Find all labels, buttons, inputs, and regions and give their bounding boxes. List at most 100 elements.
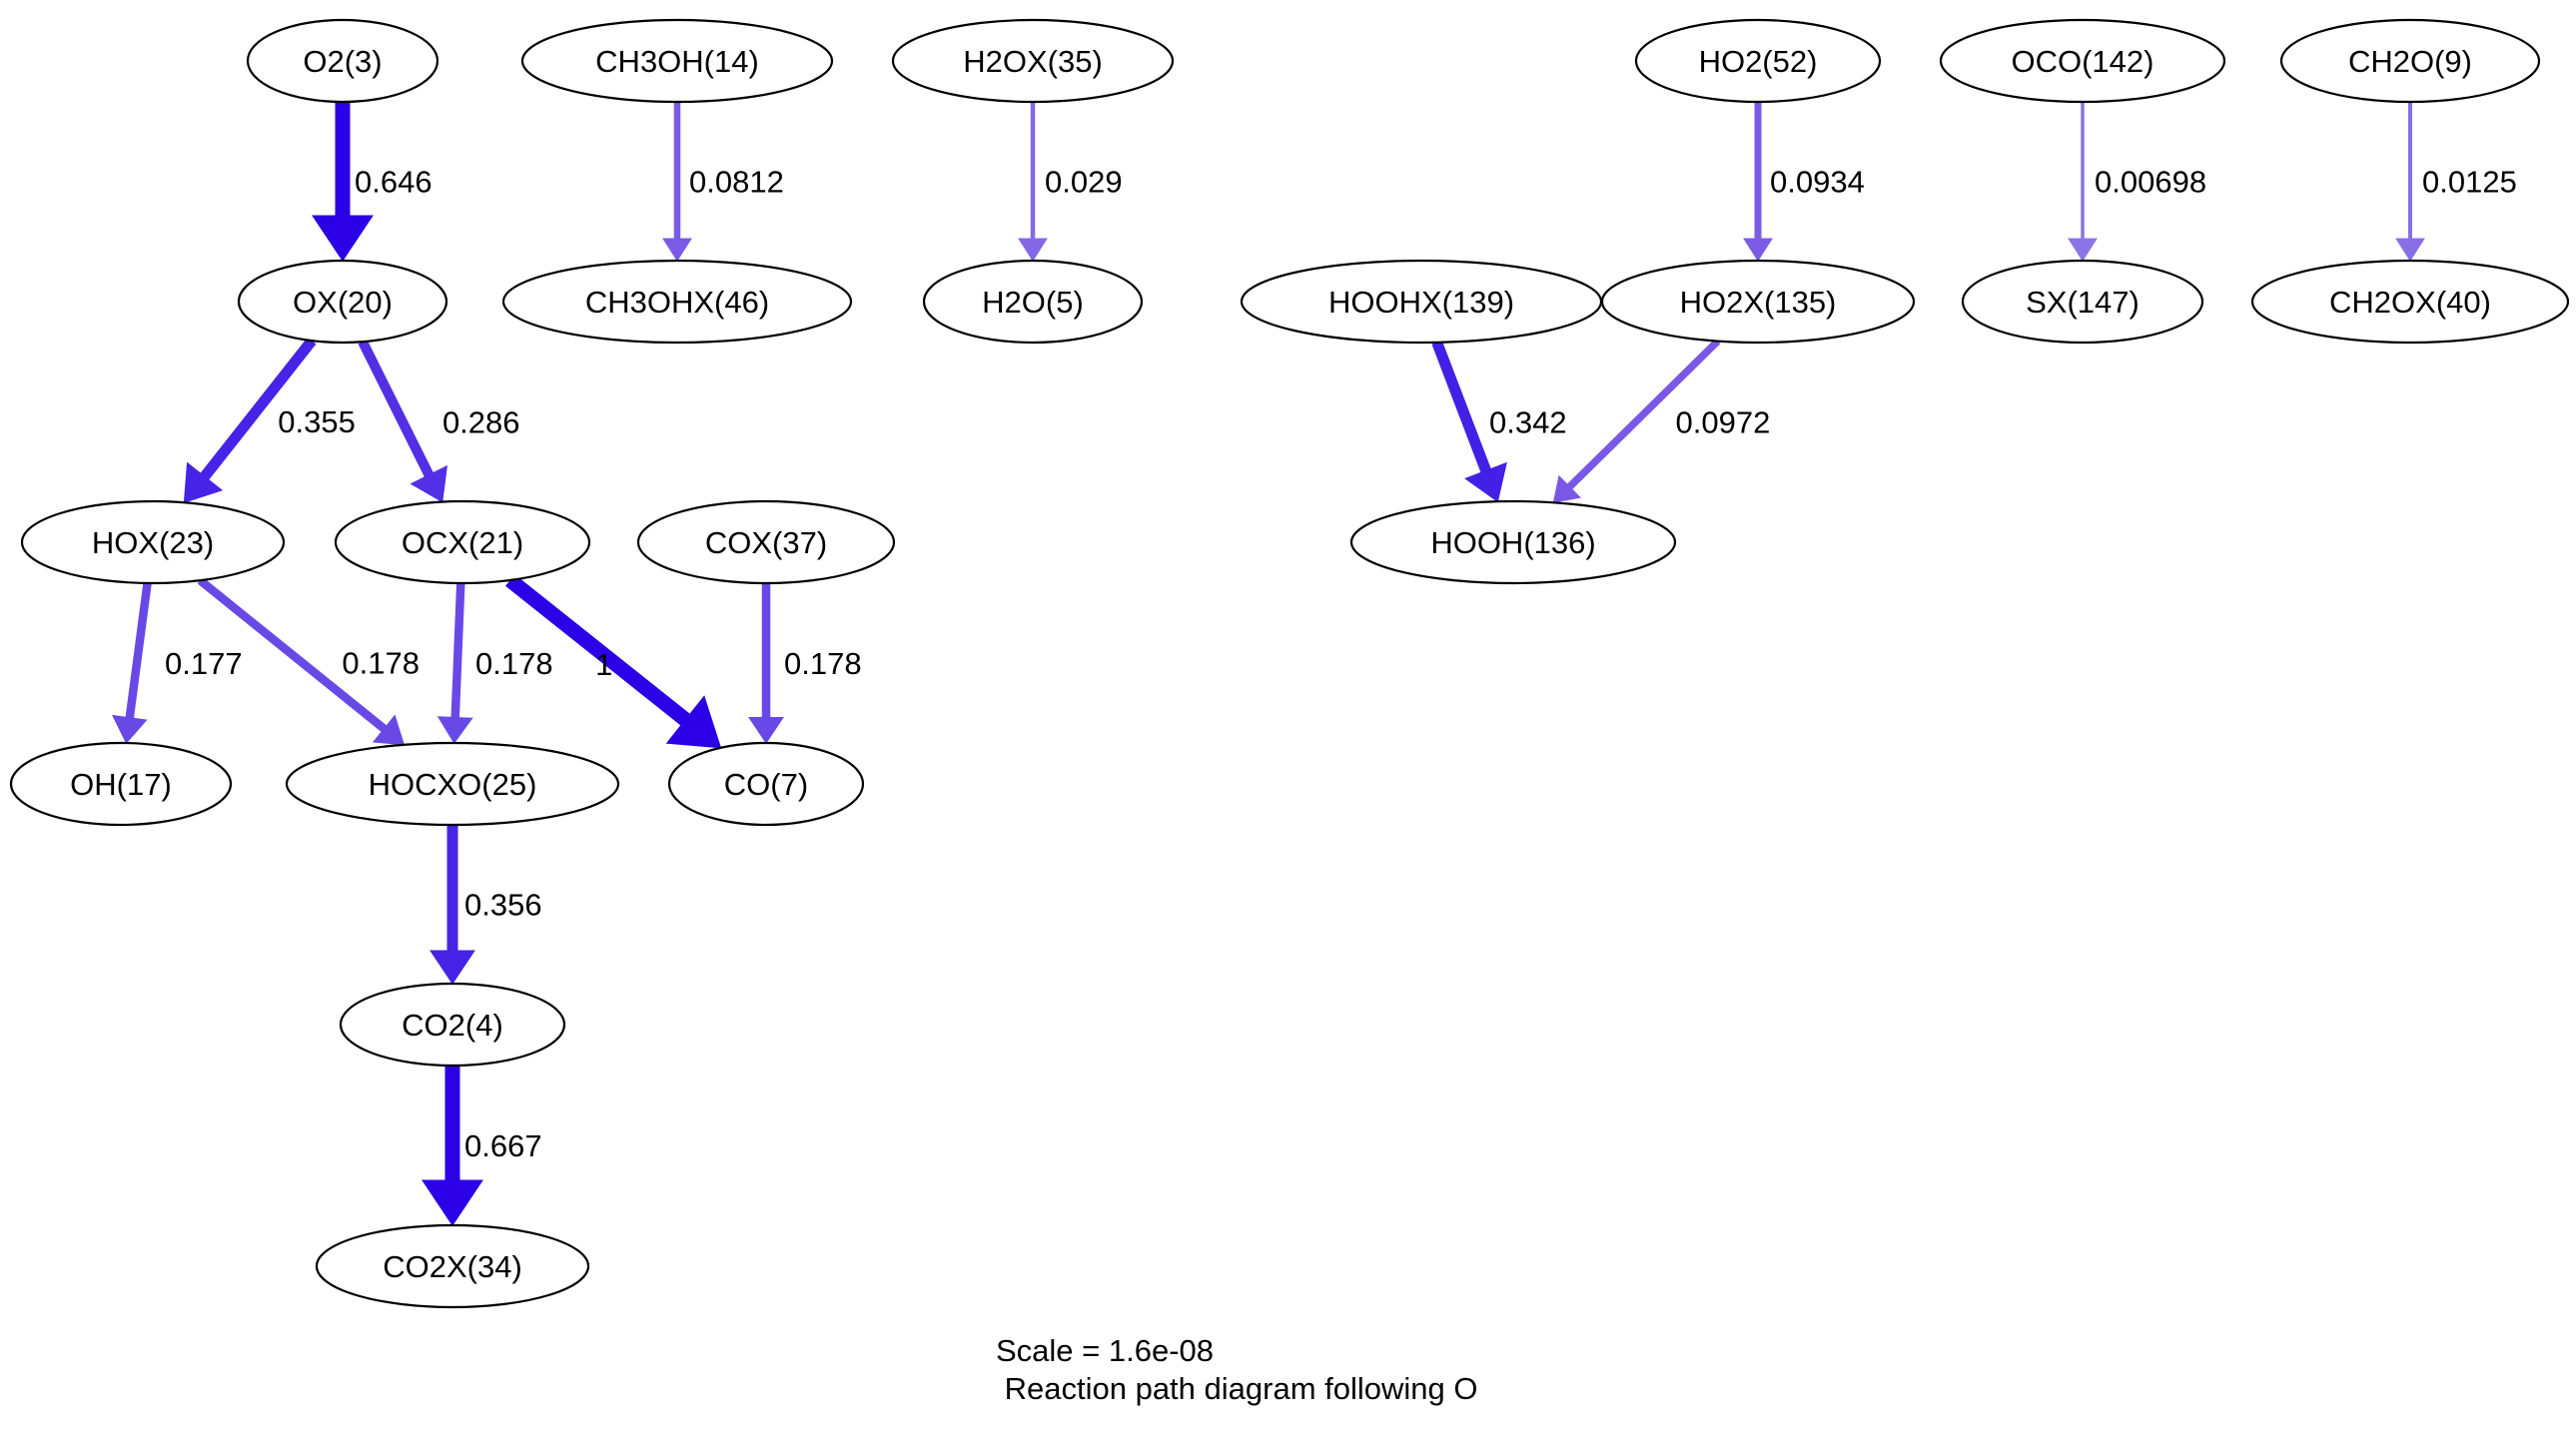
edge-flux-label: 0.0972 — [1676, 404, 1771, 439]
edge-flux-label: 0.178 — [342, 646, 420, 681]
edge-ocx-hocxo: 0.178 — [436, 582, 553, 744]
node-label: OX(20) — [293, 285, 393, 320]
node-ellipse — [246, 18, 439, 104]
node-label: CH2O(9) — [2348, 44, 2472, 79]
edge-line — [125, 582, 152, 719]
node-ellipse — [285, 741, 620, 827]
node-label: COX(37) — [705, 525, 827, 560]
edge-ch3oh-ch3ohx: 0.0812 — [662, 102, 784, 262]
node-ellipse — [891, 18, 1175, 104]
species-node-ho2x: HO2X(135) — [1600, 259, 1916, 345]
node-label: OCO(142) — [2012, 44, 2154, 79]
species-node-ch3oh: CH3OH(14) — [520, 18, 834, 104]
node-label: CO(7) — [724, 767, 808, 802]
species-node-ch2o: CH2O(9) — [2279, 18, 2541, 104]
edge-flux-label: 0.646 — [355, 165, 432, 200]
node-ellipse — [20, 499, 286, 585]
node-ellipse — [520, 18, 834, 104]
edge-ho2x-hooh: 0.0972 — [1552, 338, 1771, 503]
node-ellipse — [922, 259, 1144, 345]
edge-flux-label: 0.356 — [464, 888, 542, 923]
node-label: H2OX(35) — [963, 44, 1103, 79]
species-node-h2ox: H2OX(35) — [891, 18, 1175, 104]
species-node-hocxo: HOCXO(25) — [285, 741, 620, 827]
edge-line — [450, 582, 465, 718]
edge-ox-hox: 0.355 — [183, 337, 356, 503]
species-node-hoohx: HOOHX(139) — [1240, 259, 1603, 345]
node-label: HOOHX(139) — [1328, 285, 1514, 320]
arrowhead — [1464, 461, 1507, 503]
edge-flux-label: 1 — [595, 647, 612, 682]
species-node-oco: OCO(142) — [1939, 18, 2226, 104]
arrowhead — [436, 716, 473, 744]
edge-flux-label: 0.0125 — [2422, 165, 2517, 200]
node-label: OH(17) — [70, 767, 172, 802]
node-label: CH3OHX(46) — [585, 285, 769, 320]
edge-ch2o-ch2ox: 0.0125 — [2395, 102, 2517, 262]
arrowhead — [112, 714, 148, 744]
edge-line — [1431, 340, 1491, 473]
arrowhead — [429, 950, 475, 985]
node-ellipse — [501, 259, 853, 345]
species-node-hooh: HOOH(136) — [1349, 499, 1677, 585]
arrowhead — [1552, 474, 1581, 503]
edge-flux-label: 0.177 — [165, 646, 243, 681]
edge-flux-label: 0.286 — [442, 404, 520, 439]
species-node-ch2ox: CH2OX(40) — [2250, 259, 2570, 345]
node-label: HO2(52) — [1699, 44, 1818, 79]
node-label: OCX(21) — [402, 525, 523, 560]
node-ellipse — [1634, 18, 1882, 104]
diagram-title: Reaction path diagram following O — [996, 1371, 1477, 1406]
species-node-co: CO(7) — [667, 741, 865, 827]
edge-co2-co2x: 0.667 — [422, 1066, 542, 1226]
node-label: CO2X(34) — [383, 1249, 522, 1284]
arrowhead — [372, 714, 406, 746]
species-node-ox: OX(20) — [237, 259, 448, 345]
species-node-co2x: CO2X(34) — [315, 1223, 590, 1309]
node-label: CO2(4) — [402, 1008, 503, 1043]
arrowhead — [410, 464, 447, 503]
species-node-co2: CO2(4) — [339, 982, 566, 1068]
node-label: CH2OX(40) — [2329, 285, 2491, 320]
edge-hoohx-hooh: 0.342 — [1431, 340, 1567, 503]
node-label: SX(147) — [2026, 285, 2140, 320]
edge-flux-label: 0.342 — [1489, 405, 1567, 440]
species-node-ocx: OCX(21) — [334, 499, 591, 585]
arrowhead — [748, 717, 784, 744]
node-label: HO2X(135) — [1680, 285, 1837, 320]
node-ellipse — [315, 1223, 590, 1309]
edge-hox-oh: 0.177 — [112, 582, 243, 744]
arrowhead — [662, 238, 692, 262]
node-ellipse — [339, 982, 566, 1068]
arrowhead — [422, 1179, 483, 1226]
edge-oco-sx: 0.00698 — [2068, 102, 2206, 262]
species-node-ho2: HO2(52) — [1634, 18, 1882, 104]
node-ellipse — [9, 741, 233, 827]
edge-ho2-ho2x: 0.0934 — [1743, 102, 1865, 262]
node-label: HOOH(136) — [1430, 525, 1595, 560]
node-label: HOCXO(25) — [369, 767, 537, 802]
edge-ox-ocx: 0.286 — [358, 340, 520, 503]
edge-ocx-co: 1 — [505, 574, 722, 749]
node-ellipse — [1939, 18, 2226, 104]
node-ellipse — [1961, 259, 2204, 345]
species-node-oh: OH(17) — [9, 741, 233, 827]
species-node-h2o: H2O(5) — [922, 259, 1144, 345]
scale-caption: Scale = 1.6e-08 — [996, 1333, 1214, 1368]
node-ellipse — [1349, 499, 1677, 585]
arrowhead — [312, 215, 374, 262]
edge-flux-label: 0.667 — [464, 1128, 542, 1163]
edge-line — [197, 576, 388, 733]
node-ellipse — [667, 741, 865, 827]
arrowhead — [2395, 238, 2425, 262]
node-ellipse — [334, 499, 591, 585]
edge-line — [358, 340, 433, 477]
edge-line — [1566, 338, 1721, 490]
species-node-sx: SX(147) — [1961, 259, 2204, 345]
edge-line — [200, 337, 317, 480]
edge-flux-label: 0.178 — [475, 646, 553, 681]
node-ellipse — [2279, 18, 2541, 104]
node-label: HOX(23) — [92, 525, 214, 560]
